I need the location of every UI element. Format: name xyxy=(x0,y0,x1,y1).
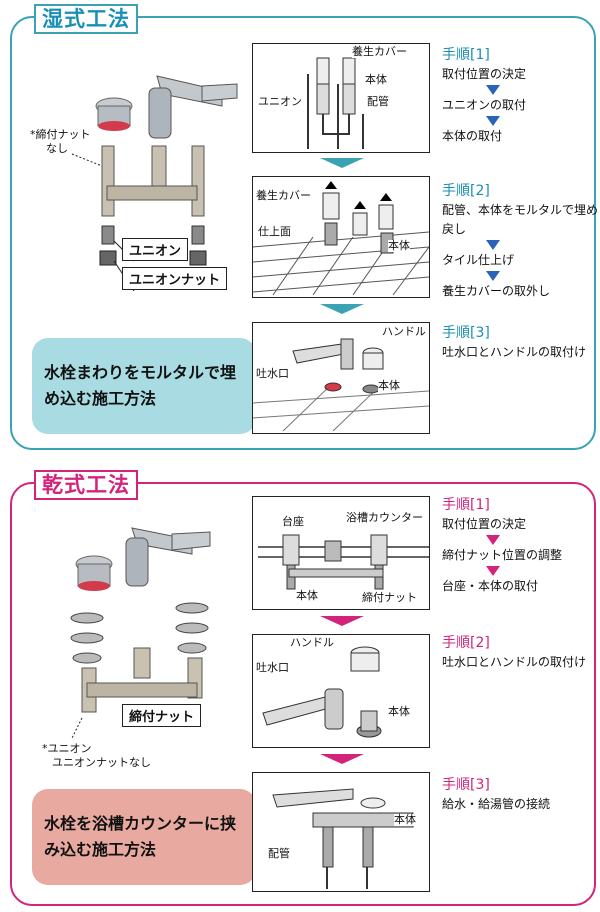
dry-step-1: 手順[1] 取付位置の決定 締付ナット位置の調整 台座・本体の取付 xyxy=(442,496,600,596)
wet-no-nut-note2: なし xyxy=(46,142,68,155)
dry-step-3: 手順[3] 給水・給湯管の接続 xyxy=(442,776,600,814)
wet-fig2-drawing xyxy=(253,181,429,296)
dry-no-union-note: *ユニオン xyxy=(42,742,92,755)
dry-no-union-note2: ユニオンナットなし xyxy=(52,756,151,769)
wet-step-2-number: 手順[2] xyxy=(442,183,490,199)
dry-step-1-line-1: 取付位置の決定 xyxy=(442,517,527,531)
dry-fig1-base-label: 台座 xyxy=(282,515,304,528)
wet-step-2-line-3: 養生カバーの取外し xyxy=(442,284,551,298)
wet-fig2-surface-label: 仕上面 xyxy=(258,225,291,238)
down-arrow-icon xyxy=(486,116,500,126)
wet-fig1-cover-label: 養生カバー xyxy=(352,45,407,58)
wet-fig2-cover-label: 養生カバー xyxy=(256,189,311,202)
wet-union-nut-label: ユニオンナット xyxy=(122,267,228,290)
dry-fig2-handle-label: ハンドル xyxy=(290,636,334,649)
dry-method-section: 乾式工法 締付ナット *ユニオン ユニオンナットなし 水栓を浴槽カウンターに挟み… xyxy=(10,470,596,906)
wet-step-2-line-1: 配管、本体をモルタルで埋め戻し xyxy=(442,203,599,236)
wet-fig3-drawing xyxy=(253,338,429,432)
dry-fig1-drawing xyxy=(258,534,429,590)
wet-no-nut-note: *締付ナット xyxy=(30,128,91,141)
wet-step-3-line-1: 吐水口とハンドルの取付け xyxy=(442,345,587,359)
wet-method-section: 湿式工法 *締付ナット なし ユニオン ユニオンナット 水栓まわりをモルタルで埋… xyxy=(10,4,598,450)
dry-step-2-line-1: 吐水口とハンドルの取付け xyxy=(442,655,587,669)
wet-figure-1 xyxy=(252,43,430,153)
down-arrow-icon xyxy=(486,535,500,545)
wet-union-label: ユニオン xyxy=(122,238,189,261)
wet-fig3-handle-label: ハンドル xyxy=(382,325,426,338)
dry-fig1-counter-label: 浴槽カウンター xyxy=(346,511,423,524)
down-arrow-icon xyxy=(486,271,500,281)
wet-step-2: 手順[2] 配管、本体をモルタルで埋め戻し タイル仕上げ 養生カバーの取外し xyxy=(442,182,600,301)
dry-fig3-body-label: 本体 xyxy=(394,813,416,826)
wet-flow-arrow-1 xyxy=(320,158,364,168)
wet-step-3-number: 手順[3] xyxy=(442,325,490,341)
wet-step-1: 手順[1] 取付位置の決定 ユニオンの取付 本体の取付 xyxy=(442,46,600,146)
down-arrow-icon xyxy=(486,240,500,250)
dry-figure-2 xyxy=(252,634,430,748)
dry-figure-3 xyxy=(252,772,430,892)
dry-step-2-number: 手順[2] xyxy=(442,635,490,651)
dry-step-1-number: 手順[1] xyxy=(442,497,490,513)
wet-parts-illustration xyxy=(71,75,238,292)
dry-fig1-body-label: 本体 xyxy=(296,589,318,602)
dry-fig2-spout-label: 吐水口 xyxy=(256,661,289,674)
dry-step-3-line-1: 給水・給湯管の接続 xyxy=(442,797,551,811)
wet-method-description: 水栓まわりをモルタルで埋め込む施工方法 xyxy=(32,338,256,434)
wet-fig3-body-label: 本体 xyxy=(378,379,400,392)
dry-step-1-line-2: 締付ナット位置の調整 xyxy=(442,548,563,562)
dry-nut-label: 締付ナット xyxy=(122,704,202,727)
wet-fig3-spout-label: 吐水口 xyxy=(256,367,289,380)
wet-flow-arrow-2 xyxy=(320,304,364,314)
wet-step-1-line-1: 取付位置の決定 xyxy=(442,67,527,81)
dry-fig2-body-label: 本体 xyxy=(388,705,410,718)
dry-fig3-drawing xyxy=(272,788,414,889)
down-arrow-icon xyxy=(486,85,500,95)
wet-fig1-body-label: 本体 xyxy=(365,73,387,86)
dry-method-tag: 乾式工法 xyxy=(34,470,138,500)
dry-step-3-number: 手順[3] xyxy=(442,777,490,793)
wet-step-1-line-3: 本体の取付 xyxy=(442,129,503,143)
wet-method-tag: 湿式工法 xyxy=(34,4,138,34)
wet-step-2-line-2: タイル仕上げ xyxy=(442,253,515,267)
wet-step-3: 手順[3] 吐水口とハンドルの取付け xyxy=(442,324,600,362)
wet-fig1-union-label: ユニオン xyxy=(258,95,302,108)
wet-fig2-body-label: 本体 xyxy=(388,239,410,252)
wet-step-1-number: 手順[1] xyxy=(442,47,490,63)
dry-parts-illustration xyxy=(70,527,211,739)
wet-step-1-line-2: ユニオンの取付 xyxy=(442,98,527,112)
wet-fig1-drawing xyxy=(307,57,364,149)
dry-step-1-line-3: 台座・本体の取付 xyxy=(442,579,539,593)
dry-fig3-pipe-label: 配管 xyxy=(268,847,290,860)
dry-method-description: 水栓を浴槽カウンターに挟み込む施工方法 xyxy=(32,789,256,885)
dry-flow-arrow-1 xyxy=(320,616,364,626)
wet-fig1-pipe-label: 配管 xyxy=(367,95,389,108)
dry-flow-arrow-2 xyxy=(320,754,364,764)
dry-step-2: 手順[2] 吐水口とハンドルの取付け xyxy=(442,634,600,672)
dry-fig2-drawing xyxy=(262,646,382,738)
dry-fig1-nut-label: 締付ナット xyxy=(362,591,417,604)
down-arrow-icon xyxy=(486,566,500,576)
